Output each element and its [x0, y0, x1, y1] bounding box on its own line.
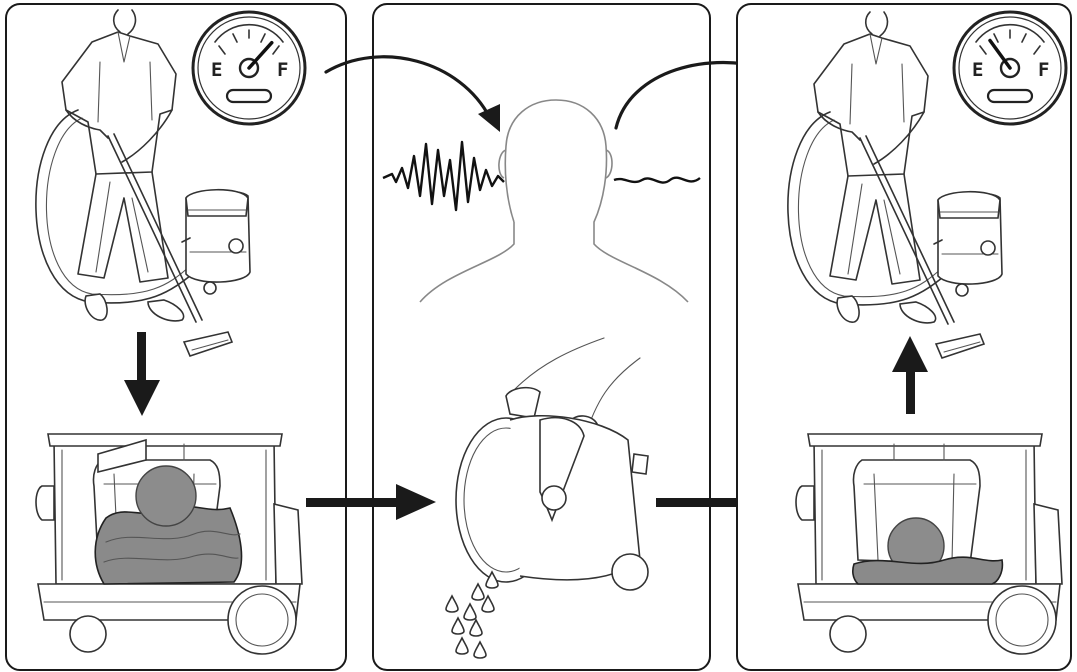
panel-empty-tank — [326, 4, 792, 670]
gauge-full-label: F — [277, 59, 288, 81]
panel-refilled: E F — [737, 4, 1071, 670]
gauge-full-label: F — [1038, 59, 1049, 81]
panel-full-tank: E F — [6, 4, 346, 670]
gauge-empty-label: E — [211, 59, 222, 81]
fuel-gauge-icon: E F — [954, 12, 1066, 124]
float-ball — [136, 466, 196, 526]
fuel-gauge-icon: E F — [193, 12, 305, 124]
gauge-empty-label: E — [972, 59, 983, 81]
